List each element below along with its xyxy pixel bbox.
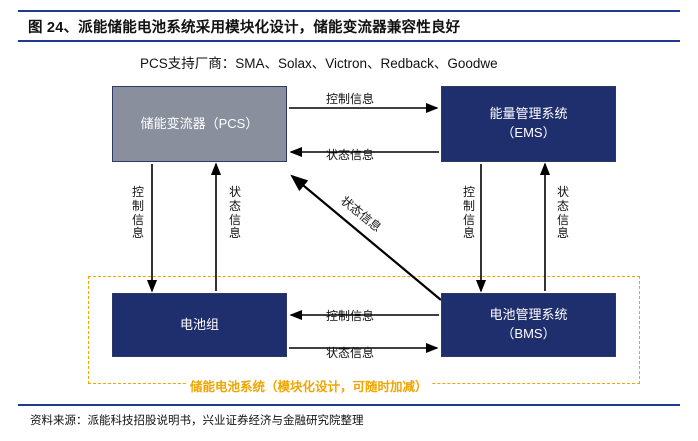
label-battery-to-bms-status: 状态信息 — [326, 346, 375, 360]
title-bottom-rule — [18, 40, 680, 42]
label-ems-up-status: 状态信息 — [556, 185, 569, 241]
box-pcs[interactable]: 储能变流器（PCS） — [112, 86, 287, 162]
footer-rule — [18, 404, 680, 406]
source-note: 资料来源：派能科技招股说明书，兴业证券经济与金融研究院整理 — [30, 415, 364, 427]
page-title: 图 24、派能储能电池系统采用模块化设计，储能变流器兼容性良好 — [28, 20, 461, 36]
label-pcs-up-status: 状态信息 — [228, 185, 241, 241]
box-bms-label-line1: 电池管理系统 — [489, 307, 568, 323]
label-pcs-to-ems-control: 控制信息 — [326, 92, 375, 106]
title-top-rule — [18, 10, 680, 12]
label-pcs-down-control: 控制信息 — [131, 185, 144, 241]
pcs-vendors-line: PCS支持厂商：SMA、Solax、Victron、Redback、Goodwe — [140, 56, 498, 71]
box-bms-label-line2: （BMS） — [501, 326, 556, 341]
box-ems-label: 能量管理系统 （EMS） — [489, 105, 567, 143]
box-ems-label-line2: （EMS） — [501, 125, 556, 140]
box-battery-pack[interactable]: 电池组 — [112, 293, 287, 357]
box-bms[interactable]: 电池管理系统 （BMS） — [441, 293, 616, 357]
box-ems-label-line1: 能量管理系统 — [489, 106, 568, 122]
label-bms-to-battery-control: 控制信息 — [326, 309, 375, 323]
label-ems-down-control: 控制信息 — [462, 185, 475, 241]
box-battery-pack-label: 电池组 — [179, 316, 219, 332]
box-bms-label: 电池管理系统 （BMS） — [489, 306, 567, 344]
box-ems[interactable]: 能量管理系统 （EMS） — [441, 86, 616, 162]
battery-system-group-label: 储能电池系统（模块化设计，可随时加减） — [186, 376, 432, 395]
label-ems-to-pcs-status: 状态信息 — [326, 148, 375, 162]
box-pcs-label: 储能变流器（PCS） — [140, 115, 259, 131]
